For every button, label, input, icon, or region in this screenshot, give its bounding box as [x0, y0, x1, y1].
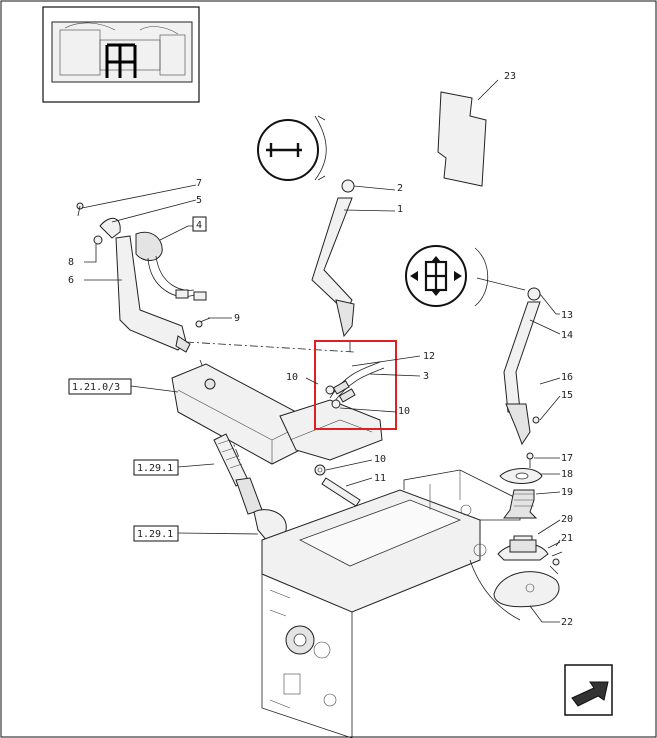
callout-7: 7	[196, 178, 202, 189]
leader-5	[111, 199, 197, 223]
leader-13	[539, 293, 560, 315]
callout-6: 6	[68, 275, 74, 286]
leader-19	[535, 491, 561, 495]
callout-4: 4	[196, 220, 202, 231]
callout-22: 22	[561, 617, 573, 628]
callout-13: 13	[561, 310, 573, 321]
locator-thumbnail	[42, 6, 200, 103]
callout-21: 21	[561, 533, 573, 544]
gear-pattern-badge-1	[257, 115, 327, 181]
callout-18: 18	[561, 469, 573, 480]
ref-box-2	[133, 459, 215, 476]
callout-3: 3	[423, 371, 429, 382]
arrow-icon	[571, 681, 609, 707]
callout-10a: 10	[286, 372, 298, 383]
callout-12: 12	[423, 351, 435, 362]
callout-11: 11	[374, 473, 386, 484]
leader-2	[353, 185, 396, 191]
leader-8	[84, 244, 97, 263]
leader-22	[529, 605, 560, 623]
leader-3	[369, 373, 421, 377]
callout-1: 1	[397, 204, 403, 215]
transmission-housing	[261, 469, 521, 738]
ref-label-3: 1.29.1	[137, 529, 173, 540]
ref-box-3	[133, 525, 259, 542]
right-side-parts	[493, 452, 563, 608]
gear-pattern-badge-2	[405, 245, 526, 307]
lever-assembly-6	[76, 202, 211, 353]
next-page-button[interactable]	[564, 664, 613, 716]
callout-20: 20	[561, 514, 573, 525]
range-lever-14	[503, 287, 541, 446]
callout-8: 8	[68, 257, 74, 268]
ref-label-1: 1.21.0/3	[72, 382, 120, 393]
selector-shaft	[213, 433, 287, 543]
centerline	[185, 341, 355, 353]
gear-lever-1	[311, 179, 355, 352]
leader-1	[343, 209, 396, 212]
leader-12	[351, 355, 421, 367]
callout-19: 19	[561, 487, 573, 498]
callout-16: 16	[561, 372, 573, 383]
callout-5: 5	[196, 195, 202, 206]
leader-10a	[305, 377, 319, 385]
washer-and-pin	[314, 459, 373, 507]
callout-10b: 10	[398, 406, 410, 417]
leader-14	[529, 319, 561, 335]
leader-21	[555, 539, 561, 547]
highlight-box	[314, 340, 397, 430]
leader-10b	[339, 407, 397, 413]
callout-10c: 10	[374, 454, 386, 465]
callout-17: 17	[561, 453, 573, 464]
selector-cover-plate	[171, 363, 383, 465]
leader-4	[159, 225, 193, 241]
callout-14: 14	[561, 330, 573, 341]
callout-9: 9	[234, 313, 240, 324]
leader-20	[537, 519, 561, 535]
gasket-23	[437, 79, 499, 187]
cable-connectors	[325, 361, 385, 409]
leader-16	[539, 377, 561, 385]
callout-15: 15	[561, 390, 573, 401]
leader-15	[539, 395, 561, 421]
ref-label-2: 1.29.1	[137, 463, 173, 474]
ref-box-1	[68, 378, 179, 395]
leader-7	[81, 184, 197, 209]
callout-4-box	[192, 216, 207, 232]
callout-2: 2	[397, 183, 403, 194]
callout-23: 23	[504, 71, 516, 82]
